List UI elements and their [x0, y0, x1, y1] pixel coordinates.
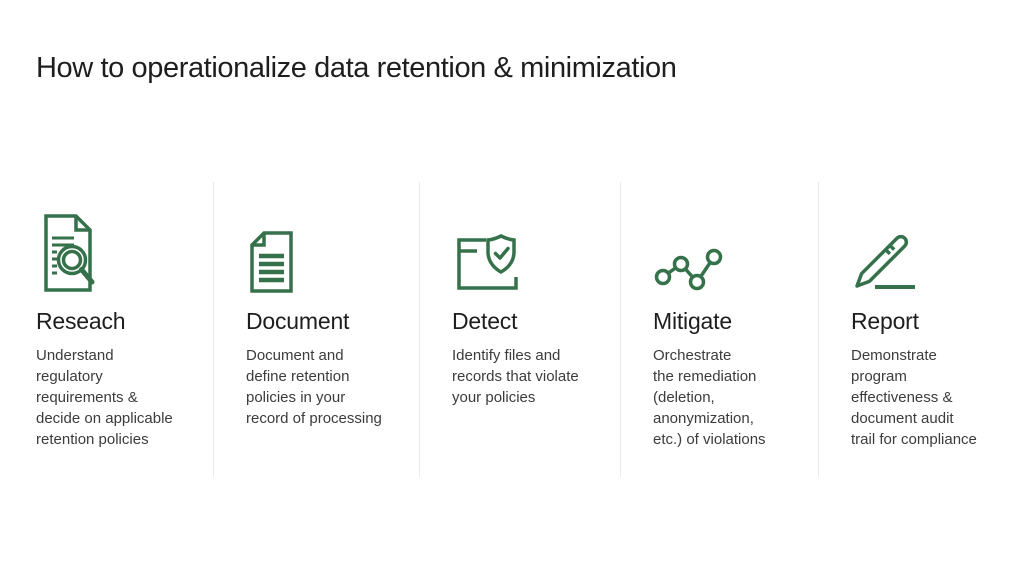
step-report: Report Demonstrate program effectiveness…: [818, 182, 1024, 477]
document-lines-icon: [246, 182, 401, 294]
step-heading: Report: [851, 308, 919, 334]
step-description: Identify files and records that violate …: [452, 347, 579, 406]
page-title: How to operationalize data retention & m…: [36, 52, 677, 84]
step-document: Document Document and define retention p…: [213, 182, 419, 477]
steps-row: Reseach Understand regulatory requiremen…: [0, 182, 1024, 477]
step-heading: Reseach: [36, 308, 126, 334]
step-description: Document and define retention policies i…: [246, 347, 382, 427]
step-description: Demonstrate program effectiveness & docu…: [851, 347, 977, 448]
step-description: Understand regulatory requirements & dec…: [36, 347, 173, 448]
step-research: Reseach Understand regulatory requiremen…: [0, 182, 213, 477]
step-description: Orchestrate the remediation (deletion, a…: [653, 347, 766, 448]
step-mitigate: Mitigate Orchestrate the remediation (de…: [620, 182, 818, 477]
step-detect: Detect Identify files and records that v…: [419, 182, 620, 477]
document-search-icon: [36, 182, 195, 294]
step-heading: Mitigate: [653, 308, 732, 334]
file-shield-check-icon: [452, 182, 602, 294]
step-heading: Detect: [452, 308, 518, 334]
pencil-icon: [851, 182, 1006, 294]
line-chart-nodes-icon: [653, 182, 800, 294]
step-heading: Document: [246, 308, 350, 334]
